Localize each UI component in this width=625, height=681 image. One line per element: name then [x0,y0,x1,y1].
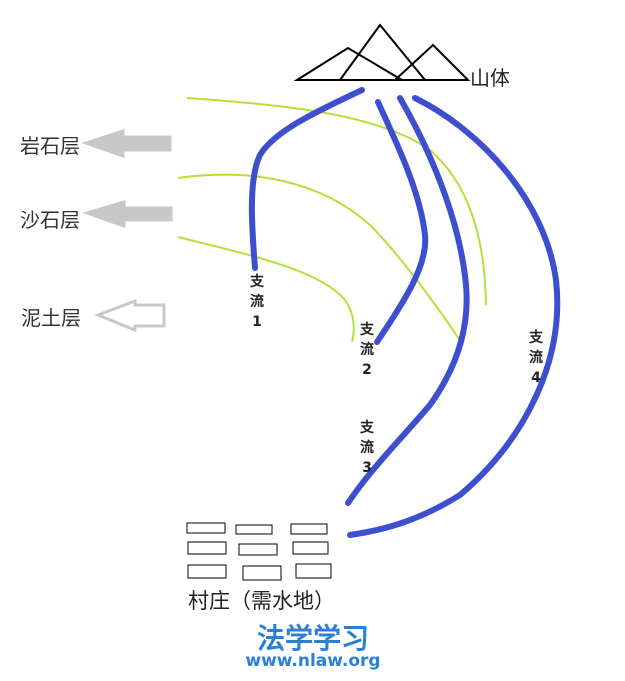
soil-layer-arrow [93,298,166,333]
mountain-shape [293,23,471,81]
rock-layer-arrow [81,128,172,159]
soil-layer-boundary [177,236,355,343]
rivers [248,87,561,538]
branch-4-char-3: 4 [531,370,541,386]
branch-3-river [345,95,470,506]
branch-4-label: 支 流 4 [528,328,544,388]
watermark-url: www.nlaw.org [245,651,381,671]
sand-layer-arrow [82,199,173,229]
sand-layer-label: 沙石层 [20,208,80,232]
branch-4-river [347,95,561,538]
watermark-title: 法学学习 [256,622,369,655]
branch-1-label: 支 流 1 [249,272,265,332]
branch-1-char-1: 支 [250,274,264,290]
branch-2-label: 支 流 2 [359,320,375,380]
branch-1-char-2: 流 [250,294,264,310]
branch-3-char-1: 支 [360,420,374,436]
village-houses [186,522,332,581]
branch-4-char-2: 流 [529,350,543,366]
branch-2-river [374,99,429,345]
branch-2-char-3: 2 [362,362,372,378]
layer-arrows [81,128,173,333]
soil-layer-label: 泥土层 [21,306,81,330]
sand-layer-boundary [177,173,464,346]
rock-layer-label: 岩石层 [20,134,80,158]
branch-4-char-1: 支 [529,330,543,346]
branch-2-char-2: 流 [360,342,374,358]
village-label: 村庄（需水地） [188,589,335,613]
branch-3-char-3: 3 [362,460,372,476]
strata-lines [177,97,487,346]
branch-3-label: 支 流 3 [359,418,375,478]
branch-3-char-2: 流 [360,440,374,456]
branch-2-char-1: 支 [360,322,374,338]
mountain-label: 山体 [470,66,510,90]
branch-1-char-3: 1 [252,314,262,330]
branch-1-river [248,87,365,271]
